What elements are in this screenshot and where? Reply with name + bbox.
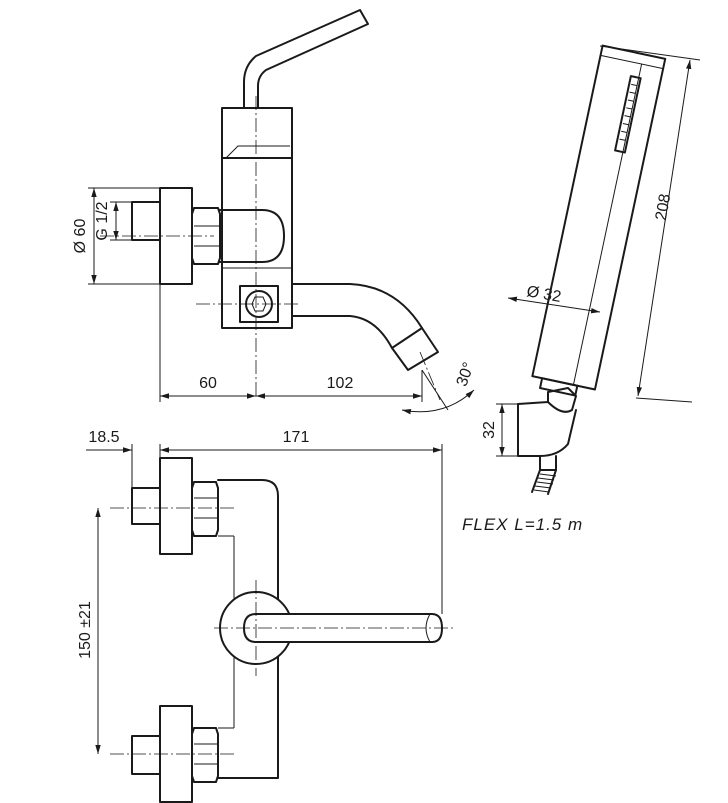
shower-holder: 32 [481, 387, 577, 495]
inlet-spacing-label: 150 ±21 [77, 601, 94, 659]
wall-to-axis-label: 60 [199, 375, 217, 392]
hand-shower-body [531, 44, 667, 391]
connection-boss [219, 209, 285, 263]
thread-label: G 1/2 [94, 201, 111, 240]
hose-length-note: FLEX L=1.5 m [462, 515, 583, 534]
spout-projection-label: 102 [327, 375, 354, 392]
hand-shower-length-label: 208 [653, 193, 674, 222]
spout-angle-label: 30° [454, 360, 478, 389]
hose [531, 469, 557, 495]
upper-hex-nut [191, 481, 219, 537]
mixer-body [221, 157, 293, 329]
front-view: Ø 60 G 1/2 60 102 30° [72, 9, 478, 415]
aerator [391, 327, 439, 371]
spray-face [614, 75, 642, 154]
hand-shower-dimensions: 208 Ø 32 [507, 45, 701, 403]
hand-shower-diameter-label: Ø 32 [525, 283, 562, 306]
top-view: 18.5 171 150 ±21 [77, 429, 456, 803]
lower-hex-nut [191, 727, 219, 783]
top-body [217, 479, 279, 779]
connection-diameter-label: Ø 60 [72, 219, 89, 254]
hand-shower-view [531, 44, 667, 397]
upper-rosette [159, 457, 193, 555]
spout [291, 283, 423, 329]
threaded-inlet [131, 201, 161, 241]
wall-offset-label: 18.5 [88, 429, 119, 446]
holder-height-label: 32 [481, 421, 498, 439]
lever-handle [243, 9, 369, 109]
total-depth-label: 171 [283, 429, 310, 446]
cartridge-cap [221, 107, 293, 159]
